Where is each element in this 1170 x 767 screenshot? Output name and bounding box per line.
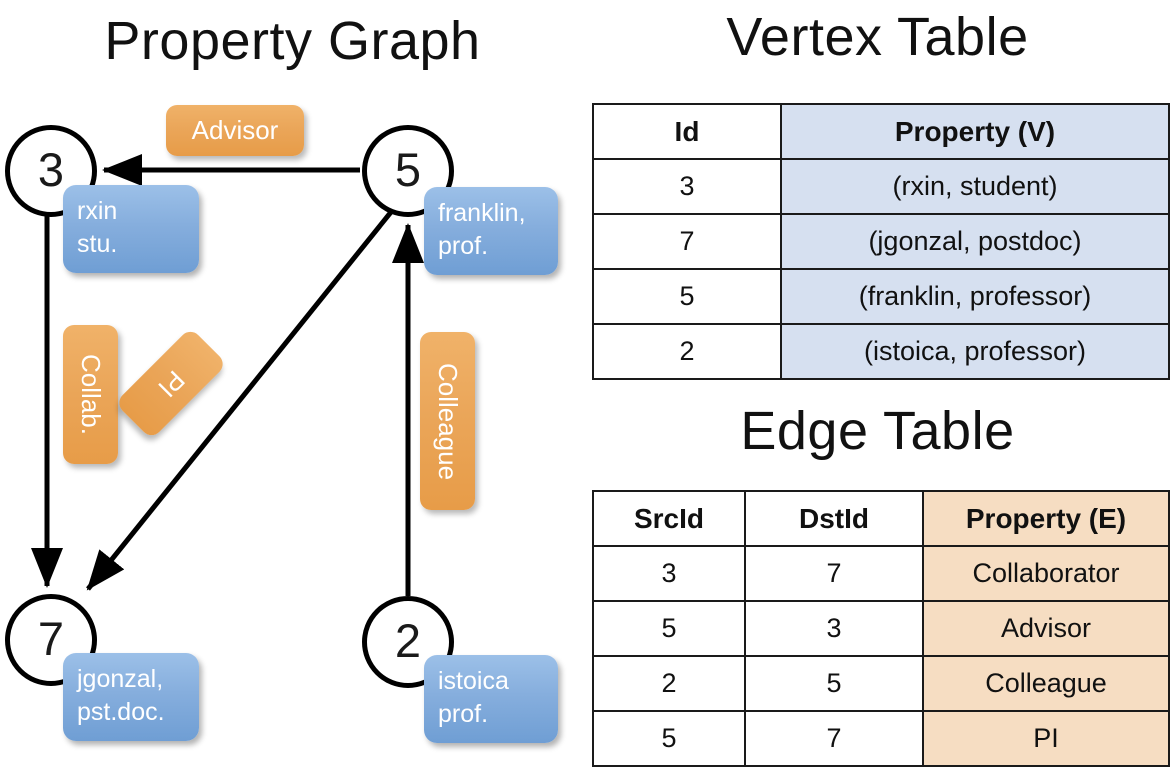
property-box-node-2-line-1: istoica: [438, 667, 509, 695]
edge-row-1-property: Advisor: [922, 600, 1170, 657]
page-title-property-graph: Property Graph: [104, 11, 481, 71]
property-graph-panel: Property Graph 3 5 7: [0, 0, 585, 760]
property-box-node-3: rxin stu.: [63, 185, 199, 273]
edge-label-collab-text: Collab.: [76, 354, 106, 435]
edge-table-header-row: SrcId DstId Property (E): [592, 490, 1170, 547]
edge-label-advisor: Advisor: [166, 105, 304, 156]
vertex-row-1-id: 7: [592, 213, 782, 270]
edge-label-collab: Collab.: [63, 325, 118, 464]
table-row: 5 (franklin, professor): [592, 268, 1170, 325]
graph-node-5-label: 5: [394, 142, 422, 196]
vertex-row-3-id: 2: [592, 323, 782, 380]
page-title-vertex-table: Vertex Table: [726, 7, 1029, 67]
table-row: 7 (jgonzal, postdoc): [592, 213, 1170, 270]
table-row: 2 (istoica, professor): [592, 323, 1170, 380]
vertex-table-header-row: Id Property (V): [592, 103, 1170, 160]
edge-table-header-property: Property (E): [922, 490, 1170, 547]
table-row: 5 7 PI: [592, 710, 1170, 767]
graph-node-5[interactable]: 5: [362, 125, 454, 217]
edge-row-2-dstid: 5: [744, 655, 924, 712]
property-box-node-7-line-2: pst.doc.: [77, 698, 165, 726]
property-box-node-5-line-2: prof.: [438, 232, 489, 260]
graph-node-2-label: 2: [394, 613, 422, 667]
edge-table: SrcId DstId Property (E) 3 7 Collaborato…: [592, 490, 1170, 767]
edge-5-to-7: [86, 210, 393, 591]
vertex-row-1-property: (jgonzal, postdoc): [780, 213, 1170, 270]
edge-label-colleague-text: Colleague: [433, 362, 463, 480]
edge-row-0-srcid: 3: [592, 545, 746, 602]
property-box-node-2: istoica prof.: [424, 655, 558, 743]
edge-table-header-dstid: DstId: [744, 490, 924, 547]
edge-row-0-property: Collaborator: [922, 545, 1170, 602]
table-row: 3 (rxin, student): [592, 158, 1170, 215]
vertex-row-3-property: (istoica, professor): [780, 323, 1170, 380]
vertex-row-2-property: (franklin, professor): [780, 268, 1170, 325]
edge-row-3-property: PI: [922, 710, 1170, 767]
vertex-table-header-property: Property (V): [780, 103, 1170, 160]
property-box-node-3-line-2: stu.: [77, 230, 118, 258]
vertex-table-header-id: Id: [592, 103, 782, 160]
page-title-edge-table: Edge Table: [740, 401, 1015, 461]
graph-node-3-label: 3: [37, 142, 65, 196]
table-row: 2 5 Colleague: [592, 655, 1170, 712]
edge-label-pi-text: PI: [152, 364, 191, 404]
property-box-node-3-line-1: rxin: [77, 197, 118, 225]
vertex-row-0-id: 3: [592, 158, 782, 215]
edge-row-1-dstid: 3: [744, 600, 924, 657]
table-row: 3 7 Collaborator: [592, 545, 1170, 602]
edge-label-colleague: Colleague: [420, 332, 475, 510]
vertex-table: Id Property (V) 3 (rxin, student) 7 (jgo…: [592, 103, 1170, 380]
graph-node-2[interactable]: 2: [362, 596, 454, 688]
edge-label-advisor-text: Advisor: [191, 115, 279, 145]
edge-row-3-srcid: 5: [592, 710, 746, 767]
property-box-node-5: franklin, prof.: [424, 187, 558, 275]
property-box-node-7: jgonzal, pst.doc.: [63, 653, 199, 741]
edge-row-3-dstid: 7: [744, 710, 924, 767]
edge-row-0-dstid: 7: [744, 545, 924, 602]
graph-edges-svg: [31, 154, 424, 596]
edge-row-2-srcid: 2: [592, 655, 746, 712]
vertex-row-0-property: (rxin, student): [780, 158, 1170, 215]
vertex-row-2-id: 5: [592, 268, 782, 325]
graph-node-7-label: 7: [37, 611, 65, 665]
edge-row-2-property: Colleague: [922, 655, 1170, 712]
table-row: 5 3 Advisor: [592, 600, 1170, 657]
property-box-node-2-line-2: prof.: [438, 700, 489, 728]
edge-row-1-srcid: 5: [592, 600, 746, 657]
edge-table-header-srcid: SrcId: [592, 490, 746, 547]
property-box-node-7-line-1: jgonzal,: [77, 665, 164, 693]
property-box-node-5-line-1: franklin,: [438, 199, 526, 227]
